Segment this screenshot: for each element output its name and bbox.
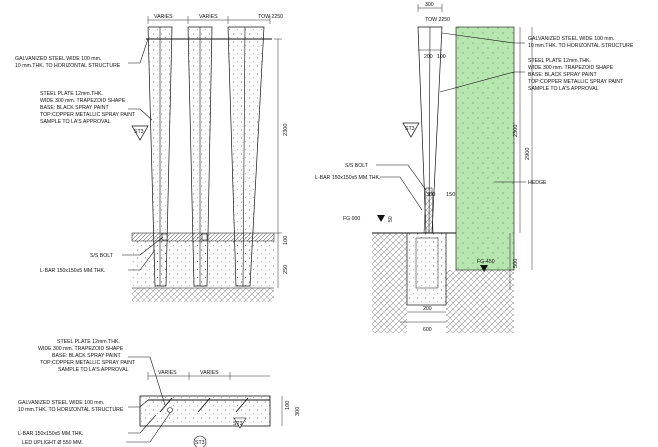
section-plate-1: STEEL PLATE 12mm.THK. [528,58,591,64]
fg-hedge-marker [480,265,488,272]
plan-galv-1: GALVANIZED STEEL WIDE 100 mm. [18,400,104,406]
plan-varies-2: VARIES [200,370,219,376]
plate-note-line-4: TOP:COPPER METALLIC SPRAY PAINT [40,112,136,118]
bolt-detail-2 [201,233,208,241]
st3-label: ST3 [134,129,144,135]
plan-tag-label: ST3 [233,421,243,427]
section-view: 300 TOW 2250 200 100 ST3 GALVANIZED STEE… [315,2,634,333]
led-uplight-icon [167,407,173,413]
section-dim-600: 600 [423,327,432,333]
plan-dim-100: 100 [285,401,291,410]
fg-label: FG 000 [343,216,360,222]
section-dim-2900: 2900 [525,148,531,160]
section-dim-200: 200 [424,54,433,60]
varies-label-1: VARIES [154,14,173,20]
bolt-label: S/S BOLT [90,253,114,259]
section-tag-st3 [131,125,149,141]
section-plate-3: BASE: BLACK SPRAY PAINT [528,72,597,78]
section-lbar-label: L-BAR 150x150x5 MM.THK. [315,175,380,181]
section-dim-100: 100 [437,54,446,60]
dim-100: 100 [283,236,289,245]
bolt-detail-1 [161,233,168,241]
section-dim-50: 50 [388,216,394,222]
section-tow-label: TOW 2250 [425,17,450,23]
plan-varies-1: VARIES [158,370,177,376]
section-dim-150: 150 [446,192,455,198]
dim-250: 250 [283,265,289,274]
plan-plate-3: BASE: BLACK SPRAY PAINT [52,353,121,359]
plan-base-strip [139,395,271,427]
plan-plate-4: TOP:COPPER METALLIC SPRAY PAINT [40,360,136,366]
section-dim-300b: 300 [426,192,435,198]
section-soil [372,233,407,333]
plan-plate-1: STEEL PLATE 12mm.THK. [57,339,120,345]
fg-marker [377,215,385,222]
section-plate-2: WIDE 300 mm. TRAPEZOID SHAPE [528,65,614,71]
plan-callout-label: ST3 [195,440,205,446]
plan-plate-2: WIDE 300 mm. TRAPEZOID SHAPE [38,346,124,352]
galvanized-note-line-2: 10 mm.THK. TO HORIZONTAL STRUCTURE [15,63,121,69]
section-dim-2300: 2300 [513,125,519,137]
hedge-label: HEDGE [528,180,547,186]
plan-led-label: LED UPLIGHT Ø 550 MM. [22,440,83,446]
soil-hatch [132,288,274,302]
plan-view: STEEL PLATE 12mm.THK. WIDE 300 mm. TRAPE… [18,339,301,447]
tow-label: TOW 2250 [258,14,283,20]
section-dim-500: 500 [513,259,519,268]
fg-hedge-label: FG-450 [477,259,495,265]
section-dim-200b: 200 [423,306,432,312]
section-bolt-label: S/S BOLT [345,163,369,169]
section-st3-label: ST3 [405,126,415,132]
plan-lbar-label: L-BAR 150x150x5 MM.THK. [18,431,83,437]
plan-dim-300: 300 [295,407,301,416]
section-galv-1: GALVANIZED STEEL WIDE 100 mm. [528,36,614,42]
plan-plate-5: SAMPLE TO LA'S APPROVAL [58,367,129,373]
section-galv-2: 10 mm.THK. TO HORIZONTAL STRUCTURE [528,43,634,49]
dim-2300: 2300 [283,124,289,136]
section-tag-st3 [402,122,420,138]
elevation-view: VARIES VARIES TOW 2250 GALVANIZED STEEL … [15,14,289,302]
lbar-label: L-BAR 150x150x5 MM.THK. [40,268,105,274]
plan-galv-2: 10 mm.THK. TO HORIZONTAL STRUCTURE [18,407,124,413]
section-plate-5: SAMPLE TO LA'S APPROVAL [528,86,599,92]
plate-note-line-3: BASE: BLACK SPRAY PAINT [40,105,109,111]
plate-note-line-1: STEEL PLATE 12mm.THK. [40,91,103,97]
plate-note-line-5: SAMPLE TO LA'S APPROVAL [40,119,111,125]
section-plate-4: TOP:COPPER METALLIC SPRAY PAINT [528,79,624,85]
plan-callout-circle [193,435,207,447]
varies-label-2: VARIES [199,14,218,20]
plate-note-line-2: WIDE 300 mm. TRAPEZOID SHAPE [40,98,126,104]
plan-tag-st3 [233,417,247,429]
section-footing [406,232,447,306]
galvanized-note-line-1: GALVANIZED STEEL WIDE 100 mm. [15,56,101,62]
section-dim-300: 300 [425,2,434,8]
